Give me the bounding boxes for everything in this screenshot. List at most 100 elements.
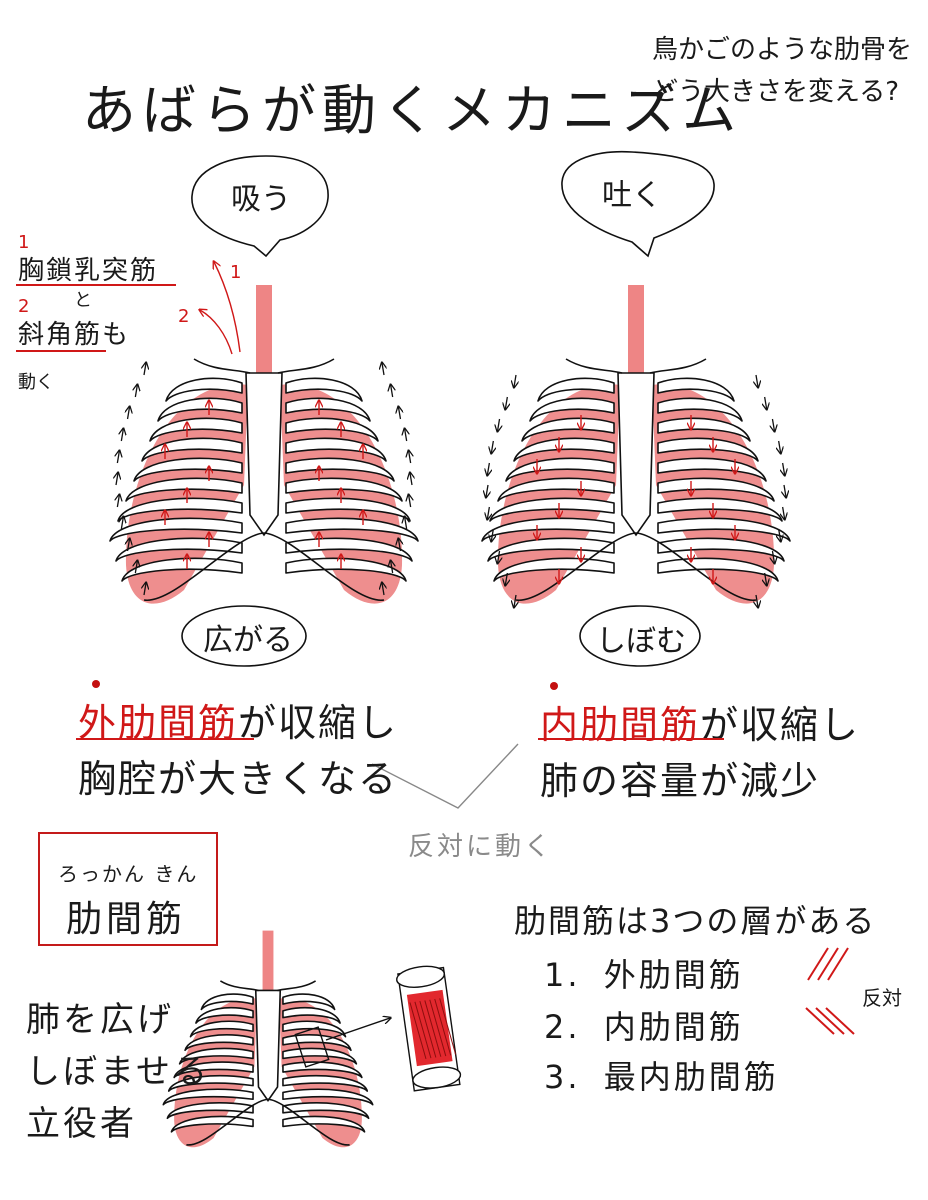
rib: [162, 1088, 254, 1106]
muscle-fiber-line: [429, 999, 447, 1057]
rib: [282, 1088, 374, 1106]
upper-rib-cross-section: [395, 965, 446, 988]
black-motion-arrow: [783, 462, 785, 475]
black-motion-arrow: [116, 473, 118, 486]
moves-label: 動く: [18, 372, 54, 393]
rib: [178, 1047, 254, 1065]
black-motion-arrow: [128, 407, 130, 420]
rib: [285, 537, 413, 562]
expand-label: 広がる: [203, 623, 293, 658]
muscle-2-underline: [16, 350, 106, 352]
role-line-2: しぼませる: [26, 1052, 210, 1092]
black-motion-arrow: [135, 561, 137, 574]
black-motion-arrow: [410, 473, 412, 486]
internal-layer-hatch: [825, 1007, 855, 1035]
black-motion-arrow: [117, 495, 119, 508]
layer-number: 1.: [544, 956, 581, 994]
deflate-label: しぼむ: [596, 624, 686, 659]
external-intercostal-key: 外肋間筋: [78, 701, 239, 745]
muscle-fiber-line: [419, 1000, 437, 1058]
black-motion-arrow: [756, 374, 758, 387]
black-motion-arrow: [784, 484, 786, 497]
exhale-ribcage: [481, 285, 791, 607]
black-motion-arrow: [398, 407, 400, 420]
rib: [513, 437, 615, 462]
black-motion-arrow: [779, 440, 781, 453]
exhale-speech-bubble: [561, 150, 715, 258]
black-motion-arrow: [121, 517, 123, 530]
black-motion-arrow: [391, 385, 393, 398]
rib: [657, 537, 785, 562]
muscle-fiber-line: [424, 1000, 442, 1057]
muscle-fiber-line: [434, 998, 452, 1056]
scalene-label: 斜角筋も: [18, 320, 131, 350]
layer-item-2: 2. 内肋間筋: [544, 1002, 744, 1048]
black-motion-arrow: [779, 528, 781, 541]
black-motion-arrow: [772, 550, 774, 563]
black-motion-arrow: [405, 429, 407, 442]
black-motion-arrow: [128, 539, 130, 552]
inhale-bubble-text: 吸う: [231, 182, 291, 217]
rib: [195, 1006, 254, 1024]
exhale-caption-rest: が収縮し: [700, 703, 861, 747]
black-motion-arrow: [487, 462, 489, 475]
trachea: [628, 285, 644, 385]
external-layer-hatch: [817, 947, 839, 981]
rib: [115, 537, 243, 562]
costal-arch: [143, 532, 385, 601]
rib: [487, 537, 615, 562]
rib: [657, 377, 735, 402]
muscle-number-1: 1: [18, 232, 30, 253]
black-motion-arrow: [486, 484, 488, 497]
opposite-connector: [371, 743, 519, 809]
rib: [529, 397, 615, 422]
rib: [285, 417, 379, 442]
rib: [189, 1020, 254, 1038]
small-ribcage: [162, 930, 374, 1148]
black-motion-arrow: [135, 385, 137, 398]
scalene-arrow: [200, 310, 233, 355]
layer-number: 3.: [544, 1058, 581, 1096]
red-dot-marker-2: [550, 682, 558, 690]
expand-oval: [181, 605, 307, 667]
rib: [285, 377, 363, 402]
black-motion-arrow: [505, 396, 507, 409]
black-motion-arrow: [405, 517, 407, 530]
rib: [282, 1061, 363, 1079]
black-motion-arrow: [409, 451, 411, 464]
black-motion-arrow: [382, 363, 384, 376]
role-line-1: 肺を広げ: [26, 1000, 174, 1040]
rib: [497, 477, 615, 502]
muscle-number-2: 2: [18, 296, 30, 317]
term-reading: ろっかん きん: [58, 862, 199, 886]
term-box: [38, 832, 218, 946]
black-motion-arrow: [382, 583, 384, 596]
rib: [285, 397, 371, 422]
layer-name: 内肋間筋: [603, 1008, 744, 1046]
rib: [173, 1061, 254, 1079]
right-clavicle: [649, 358, 707, 374]
red-dot-marker: [92, 680, 100, 688]
black-motion-arrow: [398, 539, 400, 552]
rib: [285, 477, 403, 502]
muscle-fibers: [406, 989, 453, 1067]
sternum: [245, 372, 283, 537]
question-line-1: 鳥かごのような肋骨を: [652, 35, 913, 65]
sternum: [254, 989, 282, 1102]
rib: [537, 377, 615, 402]
inhale-caption-line2: 胸腔が大きくなる: [78, 757, 399, 801]
muscle-1-underline: [16, 284, 176, 286]
right-clavicle: [277, 358, 335, 374]
costal-arch: [186, 1098, 350, 1146]
black-motion-arrow: [121, 429, 123, 442]
arrow-label-2: 2: [178, 306, 190, 327]
and-label: と: [74, 290, 92, 311]
trachea: [262, 930, 274, 999]
black-motion-arrow: [491, 440, 493, 453]
rib: [657, 397, 743, 422]
rib: [125, 477, 243, 502]
internal-layer-hatch: [805, 1007, 835, 1035]
black-motion-arrow: [772, 418, 774, 431]
rib: [285, 517, 419, 542]
